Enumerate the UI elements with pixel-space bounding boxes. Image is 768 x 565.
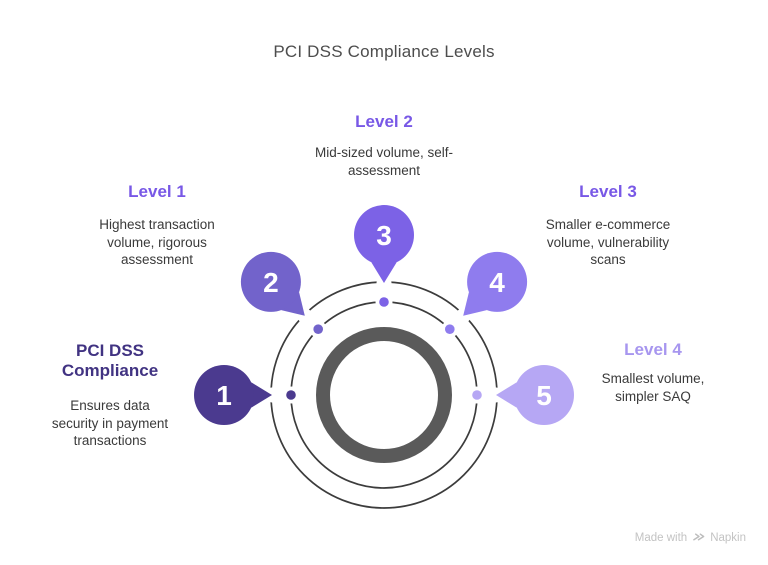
bubble-5: [514, 365, 574, 425]
marker-dot-2: [313, 324, 324, 335]
center-ring: [316, 327, 452, 463]
item-description: Ensures data security in payment transac…: [51, 398, 169, 448]
item-block-pci-dss-compliance: PCI DSS Compliance Ensures data security…: [30, 341, 190, 450]
marker-dot-4: [445, 324, 455, 335]
item-block-level-4: Level 4 Smallest volume, simpler SAQ: [563, 340, 743, 405]
bubble-4-number: 4: [489, 267, 505, 298]
bubble-5-number: 5: [536, 380, 552, 411]
marker-dot-5: [472, 390, 482, 400]
napkin-logo-icon: [692, 530, 705, 546]
made-with-napkin-link[interactable]: Made with Napkin: [635, 530, 746, 546]
marker-dot-3: [379, 297, 389, 307]
item-block-level-1: Level 1 Highest transaction volume, rigo…: [67, 182, 247, 269]
bubble-4: [467, 251, 528, 312]
item-heading: Level 4: [624, 340, 682, 359]
bubble-2-number: 2: [263, 267, 279, 298]
made-with-label: Made with: [634, 532, 688, 544]
item-description: Smallest volume, simpler SAQ: [601, 371, 705, 404]
bubble-3-tail: [371, 262, 397, 283]
item-heading: Level 2: [355, 112, 413, 131]
item-heading: Level 3: [579, 182, 637, 201]
item-heading: PCI DSS Compliance: [61, 341, 159, 380]
bubble-5-tail: [496, 382, 517, 408]
bubble-1-tail: [251, 382, 272, 408]
brand-label: Napkin: [710, 532, 746, 544]
bubble-3-number: 3: [376, 220, 392, 251]
bubble-2-tail: [281, 292, 305, 316]
bubble-2: [240, 251, 301, 312]
item-block-level-3: Level 3 Smaller e-commerce volume, vulne…: [518, 182, 698, 269]
item-description: Mid-sized volume, self-assessment: [314, 145, 454, 178]
bubble-3: [354, 205, 414, 265]
bubble-4-tail: [463, 292, 487, 316]
marker-dot-1: [286, 390, 296, 400]
item-heading: Level 1: [128, 182, 186, 201]
item-block-level-2: Level 2 Mid-sized volume, self-assessmen…: [294, 112, 474, 179]
bubble-1: [194, 365, 254, 425]
item-description: Smaller e-commerce volume, vulnerability…: [545, 217, 671, 267]
bubble-1-number: 1: [216, 380, 232, 411]
item-description: Highest transaction volume, rigorous ass…: [99, 217, 215, 267]
page-title: PCI DSS Compliance Levels: [273, 42, 495, 61]
